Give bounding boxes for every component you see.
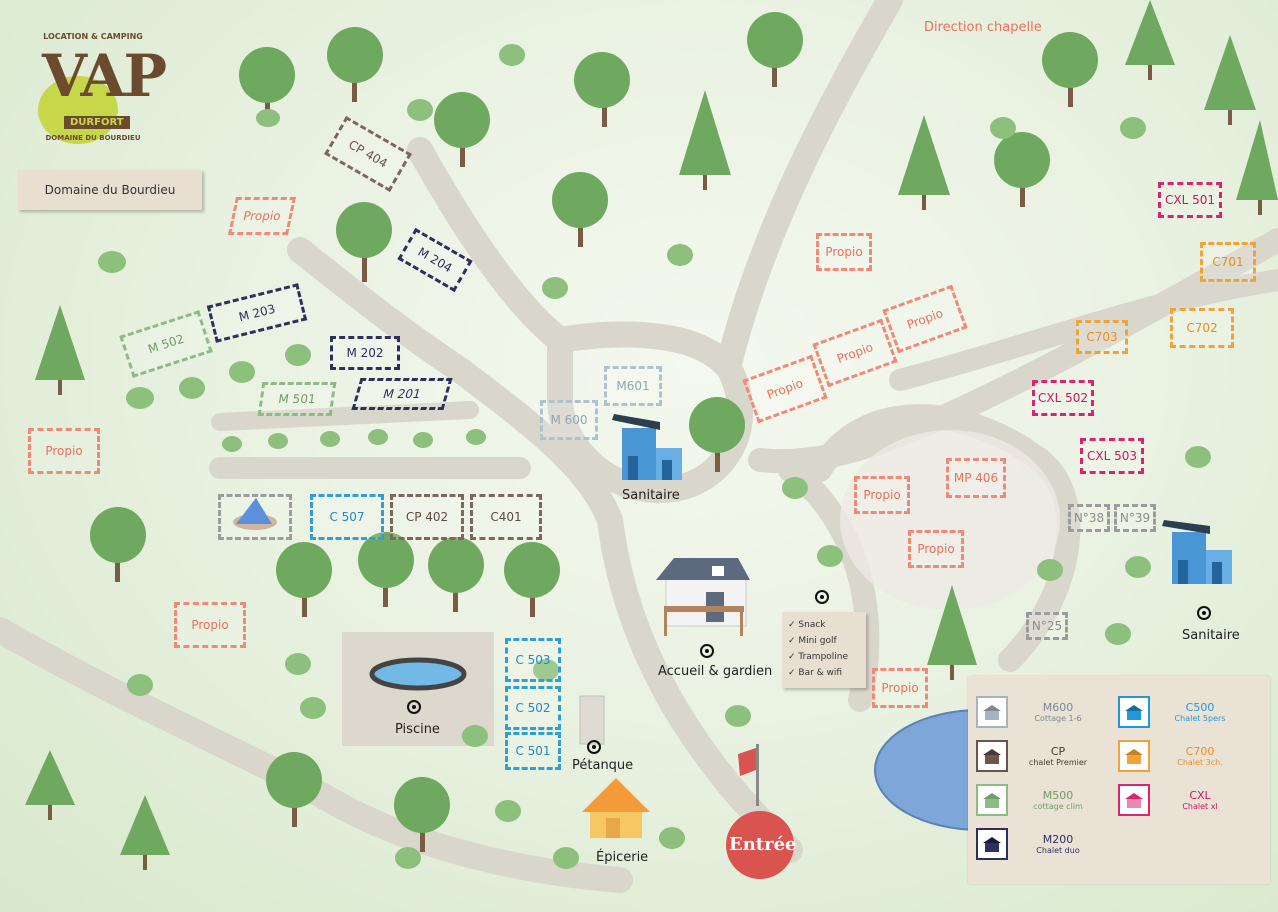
sanitaire-building-1 <box>612 414 682 480</box>
tent-icon <box>233 498 277 530</box>
poi-services-icon <box>815 590 829 604</box>
service-trampoline: ✓ Trampoline <box>788 652 849 662</box>
petanque-court <box>579 695 605 745</box>
logo: LOCATION & CAMPING VAP DURFORT DOMAINE D… <box>28 32 167 147</box>
road-loop-center <box>547 321 754 504</box>
poi-sanitaire-2-icon <box>1197 606 1211 620</box>
trees-deciduous <box>90 12 1098 852</box>
services-sign: ✓ Snack ✓ Mini golf ✓ Trampoline ✓ Bar &… <box>782 612 866 688</box>
plot-c703[interactable]: C703 <box>1076 320 1128 354</box>
pool <box>369 657 467 691</box>
sanitaire-label-2: Sanitaire <box>1182 628 1240 643</box>
plot-propio-h[interactable]: Propio <box>854 476 910 514</box>
road-northeast <box>717 0 903 373</box>
plot-cxl502[interactable]: CXL 502 <box>1032 380 1094 416</box>
domain-sign-text: Domaine du Bourdieu <box>44 183 176 197</box>
petanque-label: Pétanque <box>572 758 634 773</box>
plot-cp402[interactable]: CP 402 <box>390 494 464 540</box>
cottage-icon <box>976 696 1008 728</box>
plot-c702[interactable]: C702 <box>1170 308 1234 348</box>
plot-c507[interactable]: C 507 <box>310 494 384 540</box>
road-main-curve <box>287 237 803 863</box>
epicerie-building <box>582 778 650 838</box>
plot-propio-c[interactable]: Propio <box>816 233 872 271</box>
cottage-clim-icon <box>976 784 1008 816</box>
plot-c501[interactable]: C 501 <box>505 732 561 770</box>
plot-n38[interactable]: N°38 <box>1068 504 1110 532</box>
plot-cxl503[interactable]: CXL 503 <box>1080 438 1144 474</box>
plot-c701[interactable]: C701 <box>1200 242 1256 282</box>
flag-icon <box>738 744 759 806</box>
epicerie-label: Épicerie <box>596 850 649 865</box>
plot-propio-a[interactable]: Propio <box>227 197 297 235</box>
service-snack: ✓ Snack <box>788 620 826 630</box>
plot-c502[interactable]: C 502 <box>505 686 561 730</box>
poi-accueil-icon <box>700 644 714 658</box>
road-north <box>407 137 573 353</box>
accueil-building <box>656 558 750 636</box>
sanitaire-building-2 <box>1162 520 1232 584</box>
chalet-xl-icon <box>1118 784 1150 816</box>
entree-circle <box>726 811 794 879</box>
plot-m601[interactable]: M601 <box>604 366 662 406</box>
piscine-label: Piscine <box>395 722 440 737</box>
road-horizontal-2 <box>211 401 479 431</box>
plot-propio-j[interactable]: Propio <box>872 668 928 708</box>
east-clearing <box>840 430 1060 610</box>
entree-label[interactable]: Entrée <box>729 834 797 855</box>
plot-propio-d[interactable]: Propio <box>174 602 246 648</box>
plot-propio-i[interactable]: Propio <box>908 530 964 568</box>
plot-n25[interactable]: N°25 <box>1026 612 1068 640</box>
chalet-duo-icon <box>976 828 1008 860</box>
service-minigolf: ✓ Mini golf <box>788 636 837 646</box>
direction-chapelle: Direction chapelle <box>924 20 1042 35</box>
plot-c503[interactable]: C 503 <box>505 638 561 682</box>
logo-bottom-text: DOMAINE DU BOURDIEU <box>45 134 141 142</box>
sanitaire-label-1: Sanitaire <box>622 488 680 503</box>
plot-cxl501[interactable]: CXL 501 <box>1158 182 1222 218</box>
poi-piscine-icon <box>407 700 421 714</box>
plot-c401[interactable]: C401 <box>470 494 542 540</box>
plot-m201[interactable]: M 201 <box>351 378 453 410</box>
plot-propio-b[interactable]: Propio <box>28 428 100 474</box>
plot-mp406[interactable]: MP 406 <box>946 458 1006 498</box>
plot-m600[interactable]: M 600 <box>540 400 598 440</box>
road-east-loop <box>808 404 1081 672</box>
trees-conifer <box>25 0 1278 870</box>
road-left-loop <box>0 617 633 893</box>
poi-petanque-icon <box>587 740 601 754</box>
chalet-icon <box>1118 696 1150 728</box>
plot-tent[interactable] <box>218 494 292 540</box>
logo-ribbon: DURFORT <box>64 116 130 129</box>
chalet-3ch-icon <box>1118 740 1150 772</box>
logo-top-text: LOCATION & CAMPING <box>43 32 143 41</box>
bushes <box>98 44 1211 869</box>
plot-n39[interactable]: N°39 <box>1114 504 1156 532</box>
logo-big: VAP <box>42 42 167 110</box>
service-bar: ✓ Bar & wifi <box>788 668 843 678</box>
plot-m501[interactable]: M 501 <box>257 382 337 416</box>
accueil-label: Accueil & gardien <box>658 664 773 679</box>
chalet-premier-icon <box>976 740 1008 772</box>
plot-m202[interactable]: M 202 <box>330 336 400 370</box>
domain-sign: Domaine du Bourdieu <box>18 170 202 210</box>
